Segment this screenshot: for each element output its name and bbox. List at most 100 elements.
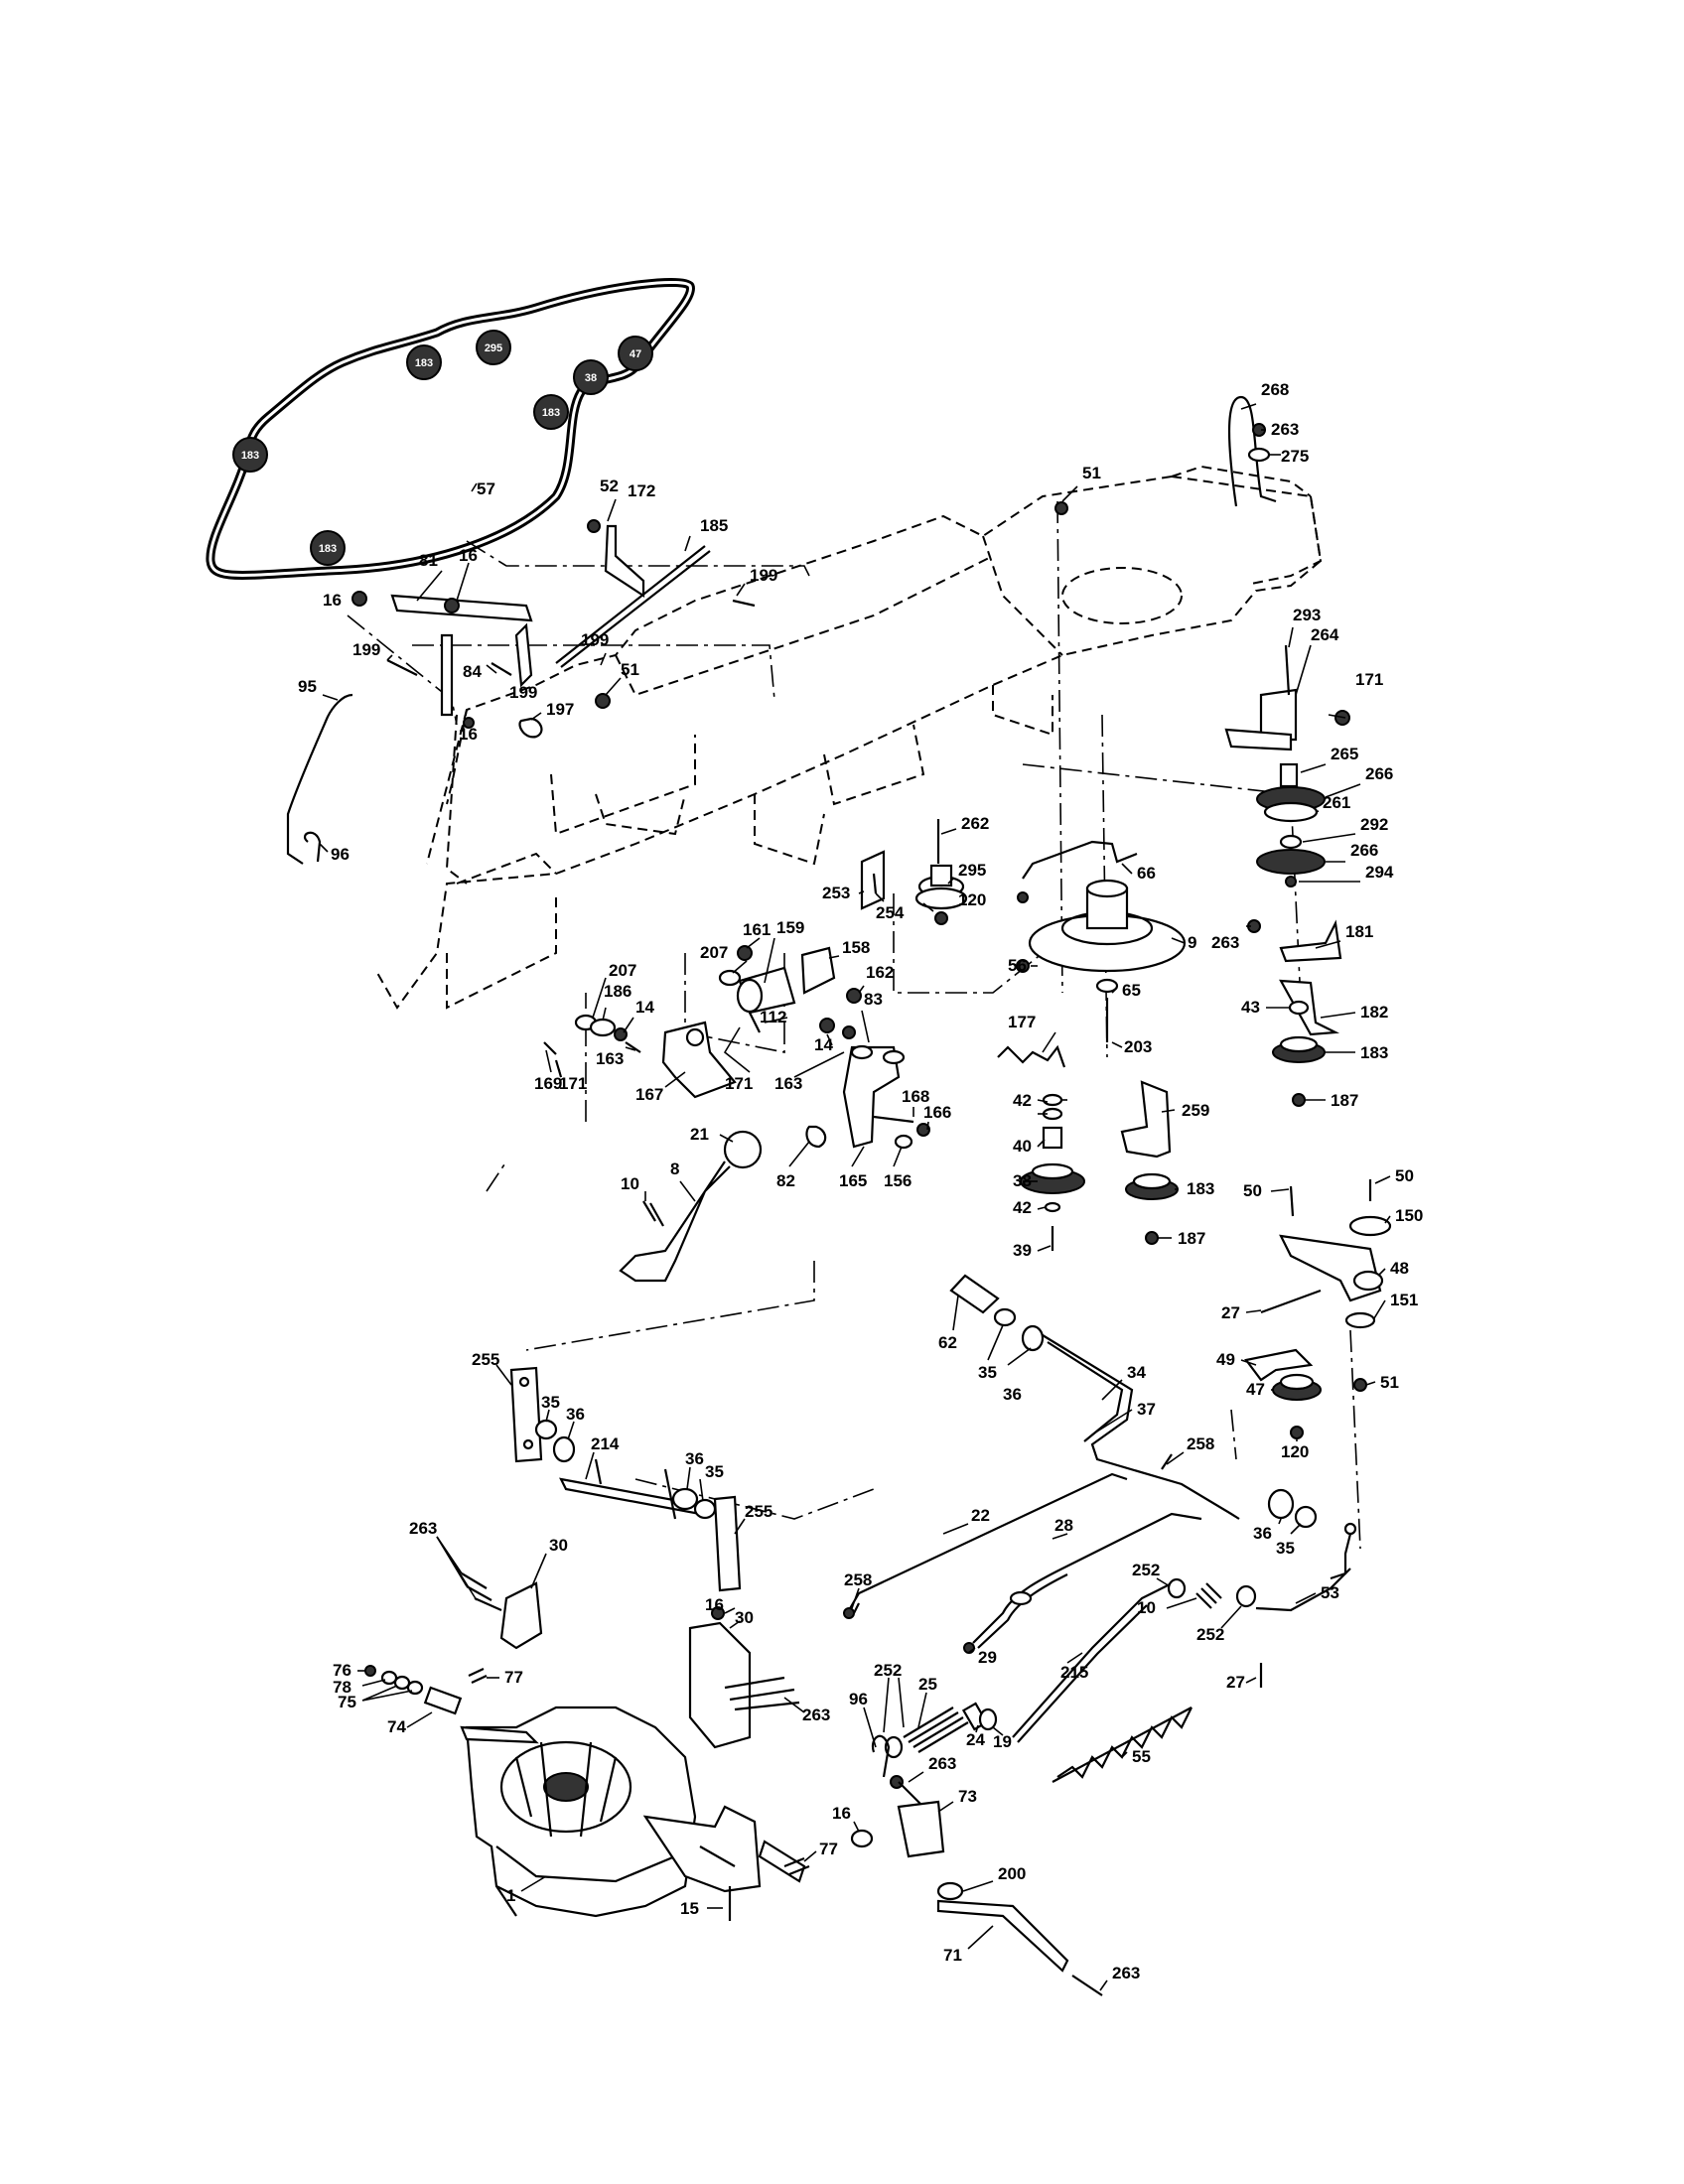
belt-pulley: 183 (232, 437, 268, 473)
svg-text:38: 38 (585, 372, 597, 384)
arm (440, 633, 454, 717)
callout: 36 (1003, 1385, 1022, 1404)
callout: 203 (1124, 1037, 1152, 1056)
callout: 42 (1013, 1198, 1032, 1217)
washer (850, 1044, 874, 1060)
pulley-183-top (1132, 1172, 1172, 1190)
callout: 16 (459, 546, 478, 565)
bracket-253 (860, 850, 886, 910)
svg-text:47: 47 (630, 348, 641, 360)
callout: 171 (1355, 670, 1383, 689)
callout: 50 (1243, 1181, 1262, 1200)
callout: 96 (849, 1690, 868, 1708)
callout: 162 (866, 963, 894, 982)
callout: 295 (958, 861, 986, 880)
callout: 151 (1390, 1291, 1418, 1309)
callout: 36 (566, 1405, 585, 1424)
bolt (732, 599, 756, 608)
callout: 266 (1350, 841, 1378, 860)
callout: 294 (1365, 863, 1394, 882)
callout: 156 (884, 1171, 912, 1190)
callout: 163 (596, 1049, 624, 1068)
part-74 (423, 1686, 463, 1715)
svg-text:183: 183 (415, 357, 433, 369)
bracket-48 (1279, 1234, 1382, 1302)
bearing-261 (1263, 801, 1319, 823)
bushing-62 (949, 1274, 1000, 1314)
nut (444, 598, 460, 614)
pulley-183-top (1279, 1035, 1319, 1053)
callout-labels: 268 263 275 51 52 172 185 199 57 81 16 1… (298, 380, 1423, 1982)
belt-pulley: 183 (310, 530, 346, 566)
washer-36 (552, 1435, 576, 1463)
callout: 29 (978, 1648, 997, 1667)
arm-71 (936, 1899, 1069, 1973)
callout: 214 (591, 1434, 620, 1453)
belt-pulley: 47 (618, 336, 653, 371)
callout: 35 (541, 1393, 560, 1412)
bracket-167-hole (685, 1027, 705, 1047)
callout: 30 (735, 1608, 754, 1627)
callout: 1 (506, 1886, 515, 1905)
washer-252 (1235, 1584, 1257, 1608)
callout: 167 (635, 1085, 663, 1104)
callout: 262 (961, 814, 989, 833)
callout: 24 (966, 1730, 985, 1749)
callout: 74 (387, 1717, 406, 1736)
bolt-163 (625, 1041, 641, 1053)
bolts-263 (461, 1572, 502, 1612)
rod-22 (848, 1472, 1128, 1611)
bracket-255 (509, 1366, 543, 1463)
nut-35 (693, 1498, 717, 1520)
engine-pulley-9-top (1085, 879, 1129, 898)
bolt-258 (1161, 1453, 1173, 1470)
rod-28 (972, 1512, 1202, 1644)
callout: 165 (839, 1171, 867, 1190)
arm-200-end (936, 1881, 964, 1901)
callout: 27 (1226, 1673, 1245, 1692)
bracket-259 (1120, 1080, 1172, 1159)
part-78 (380, 1670, 398, 1686)
callout: 77 (819, 1840, 838, 1858)
callout: 166 (923, 1103, 951, 1122)
bolt-187 (1145, 1231, 1159, 1245)
callout: 42 (1013, 1091, 1032, 1110)
callout: 51 (1082, 464, 1101, 482)
callout: 35 (978, 1363, 997, 1382)
callout: 161 (743, 920, 771, 939)
nut-162 (846, 988, 862, 1004)
bolt-263 (890, 1775, 904, 1789)
bracket-177 (997, 1044, 1066, 1068)
callout: 10 (621, 1174, 639, 1193)
bolt-293 (1284, 644, 1291, 696)
washer-42 (1042, 1093, 1063, 1107)
nut (1054, 501, 1068, 515)
leader-lines (319, 403, 1391, 1991)
bracket-264-base (1224, 728, 1293, 751)
nut-16 (711, 1606, 725, 1620)
nut-294 (1285, 876, 1297, 887)
nut-51 (1353, 1378, 1367, 1392)
nut-35 (534, 1419, 558, 1440)
nut-120 (934, 911, 948, 925)
nut-120 (1290, 1426, 1304, 1439)
bushing-186 (589, 1018, 617, 1037)
clip-96 (871, 1734, 891, 1778)
washer (1247, 447, 1271, 463)
part-75 (393, 1675, 411, 1691)
bolt-161 (737, 945, 753, 961)
callout: 56 (1008, 956, 1027, 975)
callout: 19 (993, 1732, 1012, 1751)
nut-14 (842, 1025, 856, 1039)
alignment-lines (347, 500, 1361, 1550)
bracket-172 (604, 524, 645, 599)
bushing-151 (1344, 1311, 1376, 1329)
callout: 171 (725, 1074, 753, 1093)
idler-hub (929, 864, 953, 887)
callout: 207 (609, 961, 636, 980)
callout: 261 (1323, 793, 1350, 812)
callout: 39 (1013, 1241, 1032, 1260)
rod-53-end (1343, 1522, 1357, 1536)
callout: 50 (1395, 1166, 1414, 1185)
